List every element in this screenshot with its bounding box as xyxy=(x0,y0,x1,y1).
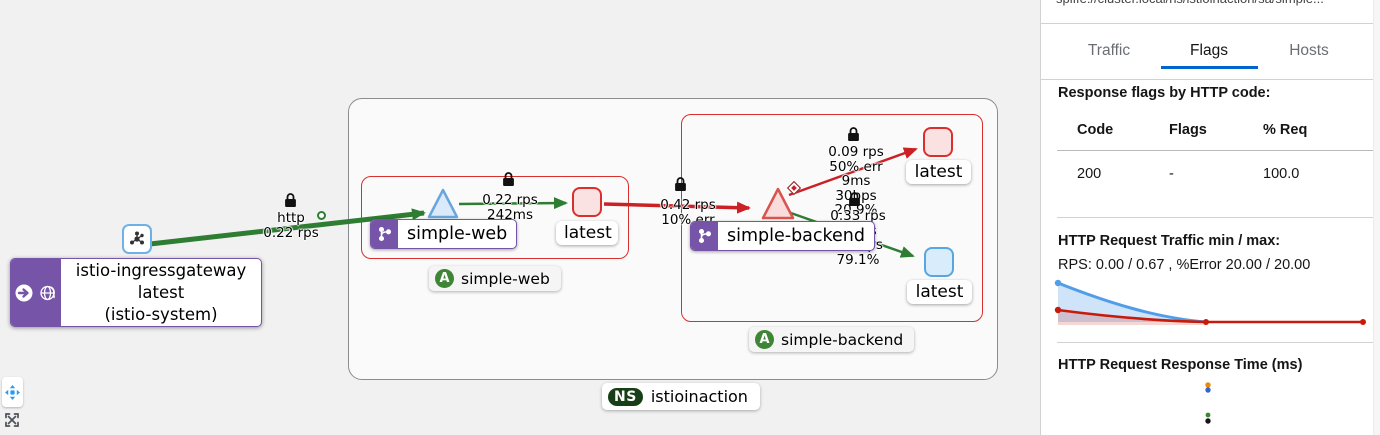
edge-simple-backend-to-latest-top[interactable] xyxy=(788,147,918,197)
service-label-text: simple-web xyxy=(407,224,508,244)
divider xyxy=(1041,23,1380,24)
response-time-chart-dots xyxy=(1205,382,1211,424)
node-service-simple-backend[interactable] xyxy=(760,186,796,222)
column-header-flags: Flags xyxy=(1169,122,1207,138)
service-branch-icon xyxy=(371,220,398,248)
tab-traffic[interactable]: Traffic xyxy=(1087,42,1131,59)
table-header-divider xyxy=(1057,150,1375,151)
app-badge-simple-web[interactable]: A simple-web xyxy=(429,266,561,291)
mesh-node-icon xyxy=(129,231,145,245)
table-cell-flags: - xyxy=(1169,166,1174,182)
mtls-lock-icon xyxy=(849,192,860,206)
edge-simple-web-to-latest[interactable] xyxy=(458,197,568,210)
traffic-sparkline-chart xyxy=(1054,279,1366,325)
service-label-text: simple-backend xyxy=(727,226,866,246)
label-istio-ingressgateway[interactable]: istio-ingressgateway latest (istio-syste… xyxy=(10,258,262,327)
ingress-label-line3: (istio-system) xyxy=(104,304,218,324)
graph-side-panel: spiffe://cluster.local/ns/istioinaction/… xyxy=(1040,0,1380,435)
tab-flags[interactable]: Flags xyxy=(1190,42,1228,59)
flags-section-heading: Response flags by HTTP code: xyxy=(1058,85,1271,101)
edge-waypoint-circle-marker xyxy=(317,211,326,220)
spiffe-identity-clipped-text: spiffe://cluster.local/ns/istioinaction/… xyxy=(1056,0,1366,8)
label-service-simple-backend[interactable]: simple-backend xyxy=(690,221,876,251)
response-time-heading: HTTP Request Response Time (ms) xyxy=(1058,357,1303,373)
edge-latest-to-simple-backend[interactable] xyxy=(603,201,751,214)
service-branch-icon xyxy=(691,222,718,250)
label-workload-latest[interactable]: latest xyxy=(556,221,618,245)
ingress-label-badges xyxy=(11,259,61,326)
table-cell-code: 200 xyxy=(1077,166,1102,182)
divider xyxy=(1057,342,1375,343)
app-badge-text: simple-web xyxy=(461,269,550,288)
gateway-globe-icon xyxy=(40,285,55,300)
edge-label-ingress-web[interactable]: http 0.22 rps xyxy=(263,210,319,241)
label-service-simple-web[interactable]: simple-web xyxy=(370,219,518,249)
ingress-label-line1: istio-ingressgateway xyxy=(75,260,247,280)
edge-label-web-internal[interactable]: 0.22 rps 242ms xyxy=(482,192,538,223)
app-badge-simple-backend[interactable]: A simple-backend xyxy=(749,327,915,352)
label-workload-latest[interactable]: latest xyxy=(906,160,971,184)
ingress-label-line2: latest xyxy=(137,282,185,302)
graph-edges-layer xyxy=(149,147,918,258)
namespace-name: istioinaction xyxy=(650,387,748,406)
node-workload-simple-backend-latest-red[interactable] xyxy=(923,127,953,157)
namespace-icon: NS xyxy=(608,387,643,406)
column-header-code: Code xyxy=(1077,122,1114,138)
node-istio-ingressgateway[interactable] xyxy=(122,224,152,254)
fullscreen-expand-button[interactable] xyxy=(3,411,20,428)
root-arrow-circle-icon xyxy=(15,284,33,301)
tab-hosts[interactable]: Hosts xyxy=(1289,42,1329,59)
mtls-lock-icon xyxy=(675,177,686,191)
node-workload-simple-web-latest[interactable] xyxy=(572,187,602,217)
traffic-minmax-summary: RPS: 0.00 / 0.67 , %Error 20.00 / 20.00 xyxy=(1058,257,1311,273)
table-cell-req: 100.0 xyxy=(1263,166,1300,182)
label-workload-latest[interactable]: latest xyxy=(907,280,972,304)
node-service-simple-web[interactable] xyxy=(426,187,460,220)
app-group-simple-backend[interactable] xyxy=(681,114,983,322)
namespace-badge-istioinaction[interactable]: NS istioinaction xyxy=(602,383,760,410)
mtls-lock-icon xyxy=(503,172,514,186)
expand-arrows-icon xyxy=(4,412,19,427)
divider xyxy=(1057,217,1375,218)
mtls-lock-icon xyxy=(848,127,859,141)
edge-ingress-to-simple-web[interactable] xyxy=(149,208,426,247)
active-tab-underline xyxy=(1161,66,1258,69)
column-header-req: % Req xyxy=(1263,122,1308,138)
edge-label-backend-red[interactable]: 0.09 rps 50% err 9ms 30bps 20.9% xyxy=(828,144,884,218)
application-icon: A xyxy=(435,269,454,288)
traffic-minmax-heading: HTTP Request Traffic min / max: xyxy=(1058,233,1281,249)
app-badge-text: simple-backend xyxy=(781,330,904,349)
pan-to-center-button[interactable] xyxy=(2,377,23,407)
traffic-graph-canvas[interactable]: http 0.22 rps 0.22 rps 242ms 0.42 rps 10… xyxy=(0,0,1040,435)
panel-scrollbar[interactable] xyxy=(1373,0,1380,435)
mtls-lock-icon xyxy=(285,193,296,207)
app-group-simple-web[interactable] xyxy=(361,176,629,259)
divider xyxy=(1041,79,1380,80)
move-icon xyxy=(5,384,20,400)
node-workload-simple-backend-latest-blue[interactable] xyxy=(924,247,954,277)
application-icon: A xyxy=(755,330,774,349)
